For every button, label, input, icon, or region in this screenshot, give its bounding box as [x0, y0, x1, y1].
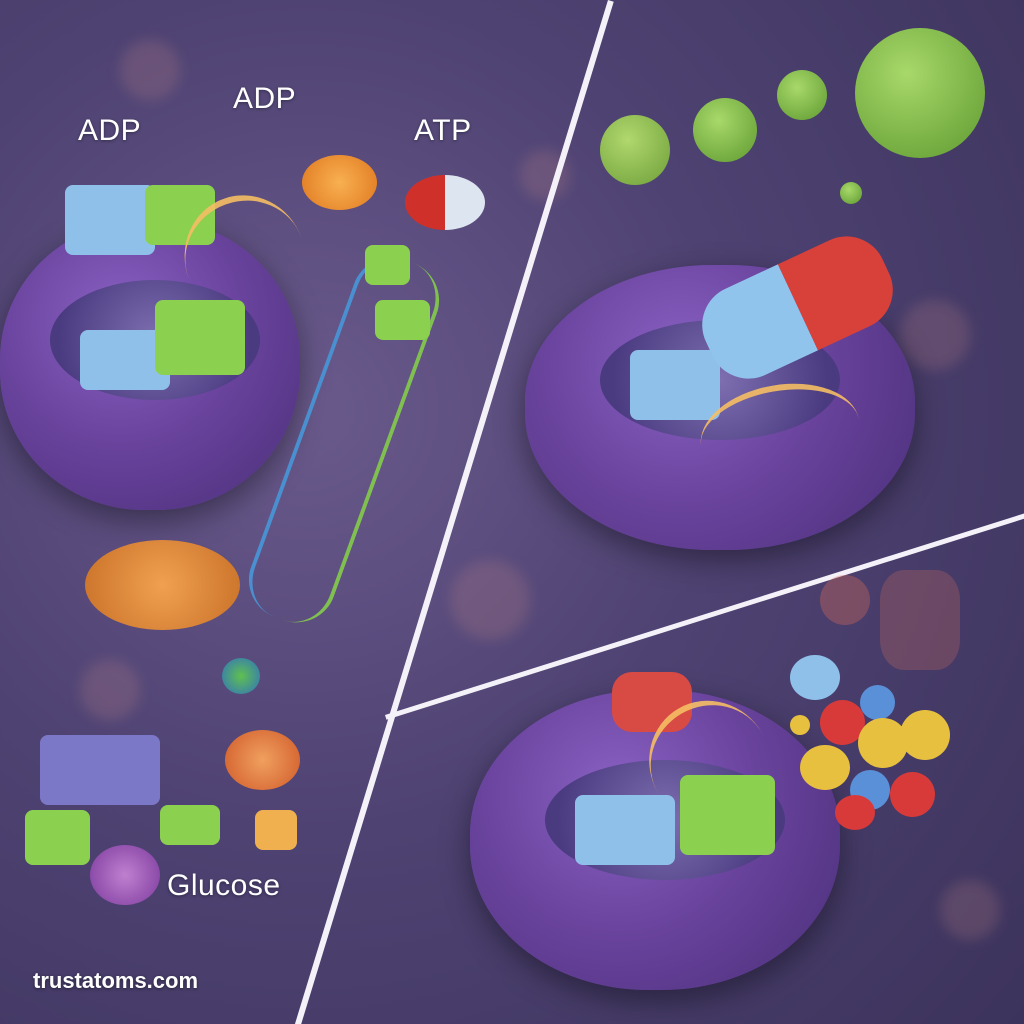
bokeh — [940, 880, 1000, 940]
protein-helix-faded — [880, 570, 960, 670]
bokeh — [120, 40, 180, 100]
puzzle-piece-blue — [630, 350, 720, 420]
molecule-ball — [222, 658, 260, 694]
flask-shape — [90, 845, 160, 905]
puzzle-piece-blue — [65, 185, 155, 255]
puzzle-cluster-purple — [40, 735, 160, 805]
atom-yellow — [800, 745, 850, 790]
atom-blue — [860, 685, 895, 720]
atom-blue — [790, 655, 840, 700]
bokeh — [900, 300, 970, 370]
puzzle-piece-green — [375, 300, 430, 340]
puzzle-piece-green — [160, 805, 220, 845]
bacteria-icon — [600, 115, 670, 185]
label-adp-left: ADP — [78, 114, 142, 147]
virus-icon — [855, 28, 985, 158]
virus-icon — [777, 70, 827, 120]
atom-red — [890, 772, 935, 817]
bokeh — [80, 660, 140, 720]
puzzle-piece-green — [145, 185, 215, 245]
watermark: trustatoms.com — [33, 968, 199, 993]
molecule-block-orange — [255, 810, 297, 850]
virus-icon — [693, 98, 757, 162]
protein-faded — [820, 575, 870, 625]
atom-red — [835, 795, 875, 830]
puzzle-piece-green — [365, 245, 410, 285]
atom-yellow — [858, 718, 908, 768]
puzzle-piece-red — [612, 672, 692, 732]
glucose-molecule — [225, 730, 300, 790]
adp-molecule — [302, 155, 377, 210]
puzzle-piece-green — [25, 810, 90, 865]
atom-yellow — [790, 715, 810, 735]
label-adp-top: ADP — [233, 82, 297, 115]
puzzle-piece-green — [155, 300, 245, 375]
virus-icon — [840, 182, 862, 204]
puzzle-piece-blue — [575, 795, 675, 865]
mitochondrion — [85, 540, 240, 630]
bokeh — [450, 560, 530, 640]
label-atp: ATP — [414, 114, 472, 147]
label-glucose: Glucose — [167, 869, 281, 902]
atom-yellow — [900, 710, 950, 760]
puzzle-piece-green — [680, 775, 775, 855]
atp-molecule — [405, 175, 485, 230]
atom-red — [820, 700, 865, 745]
